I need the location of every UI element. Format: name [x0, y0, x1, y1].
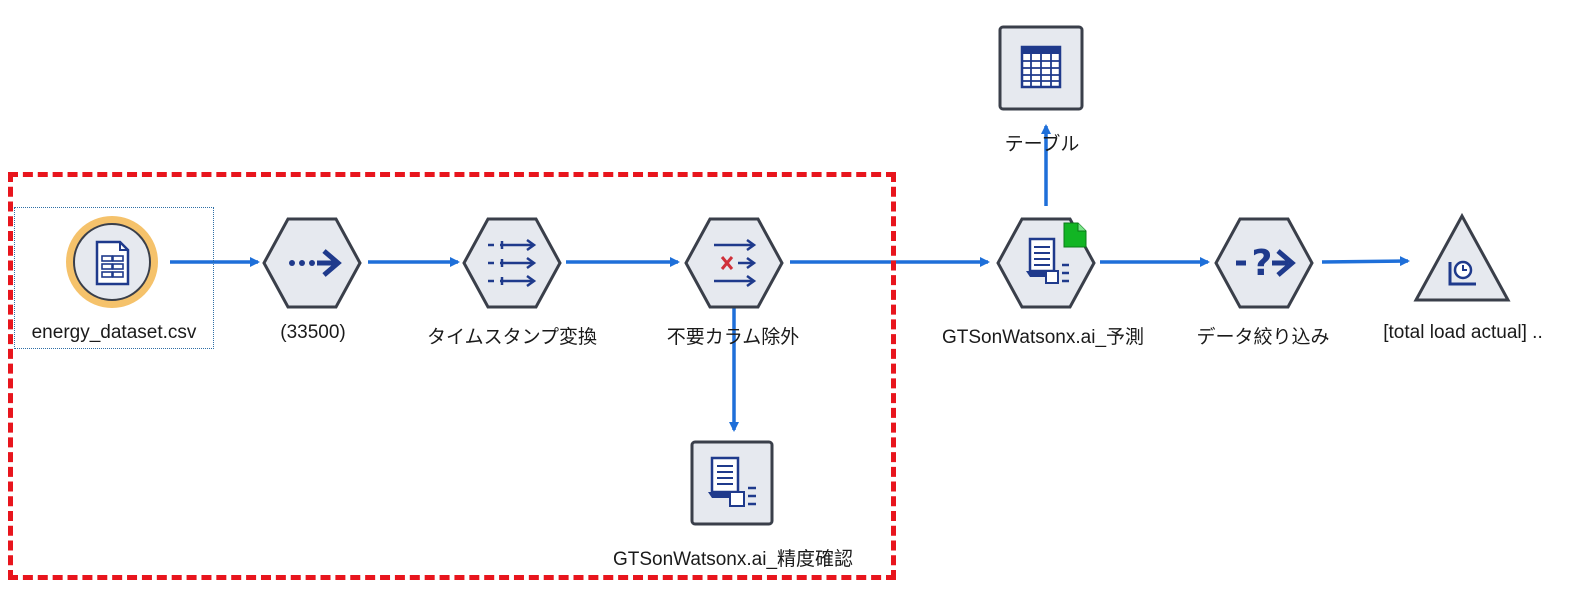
- status-badge: [1063, 222, 1087, 248]
- node-table[interactable]: [998, 25, 1084, 111]
- node-label: energy_dataset.csv: [31, 322, 197, 343]
- svg-text:?: ?: [1252, 243, 1273, 284]
- node-time-plot[interactable]: [1412, 212, 1512, 304]
- node-sample[interactable]: [262, 215, 362, 311]
- node-energy-dataset[interactable]: [62, 212, 162, 312]
- node-label: [total load actual] ..: [1383, 322, 1543, 343]
- node-label: (33500): [280, 322, 346, 343]
- filter-columns-icon: [684, 217, 784, 309]
- derive-arrows-icon: [462, 217, 562, 309]
- node-label: GTSonWatsonx.ai_予測: [941, 327, 1145, 348]
- node-label: タイムスタンプ変換: [426, 327, 598, 348]
- annotation-frame: [8, 172, 896, 580]
- node-data-select[interactable]: ?: [1214, 215, 1314, 311]
- node-label: データ絞り込み: [1196, 327, 1330, 348]
- extension-model-icon: [996, 217, 1096, 309]
- node-filter-columns[interactable]: [684, 215, 784, 311]
- variable-file-source-icon: [66, 216, 158, 308]
- table-output-icon: [998, 25, 1084, 111]
- selection-box: [14, 207, 214, 349]
- sample-arrow-icon: [262, 217, 362, 309]
- node-gts-accuracy[interactable]: [690, 440, 774, 526]
- node-gts-predict[interactable]: [996, 215, 1100, 311]
- node-timestamp-convert[interactable]: [462, 215, 562, 311]
- link-select-to-timeplot: [1321, 256, 1410, 267]
- time-plot-icon: [1413, 212, 1511, 302]
- node-label: 不要カラム除外: [666, 327, 800, 348]
- node-label: テーブル: [1004, 134, 1080, 155]
- extension-model-icon: [690, 440, 774, 526]
- node-label: GTSonWatsonx.ai_精度確認: [612, 549, 854, 570]
- select-question-icon: ?: [1214, 217, 1314, 309]
